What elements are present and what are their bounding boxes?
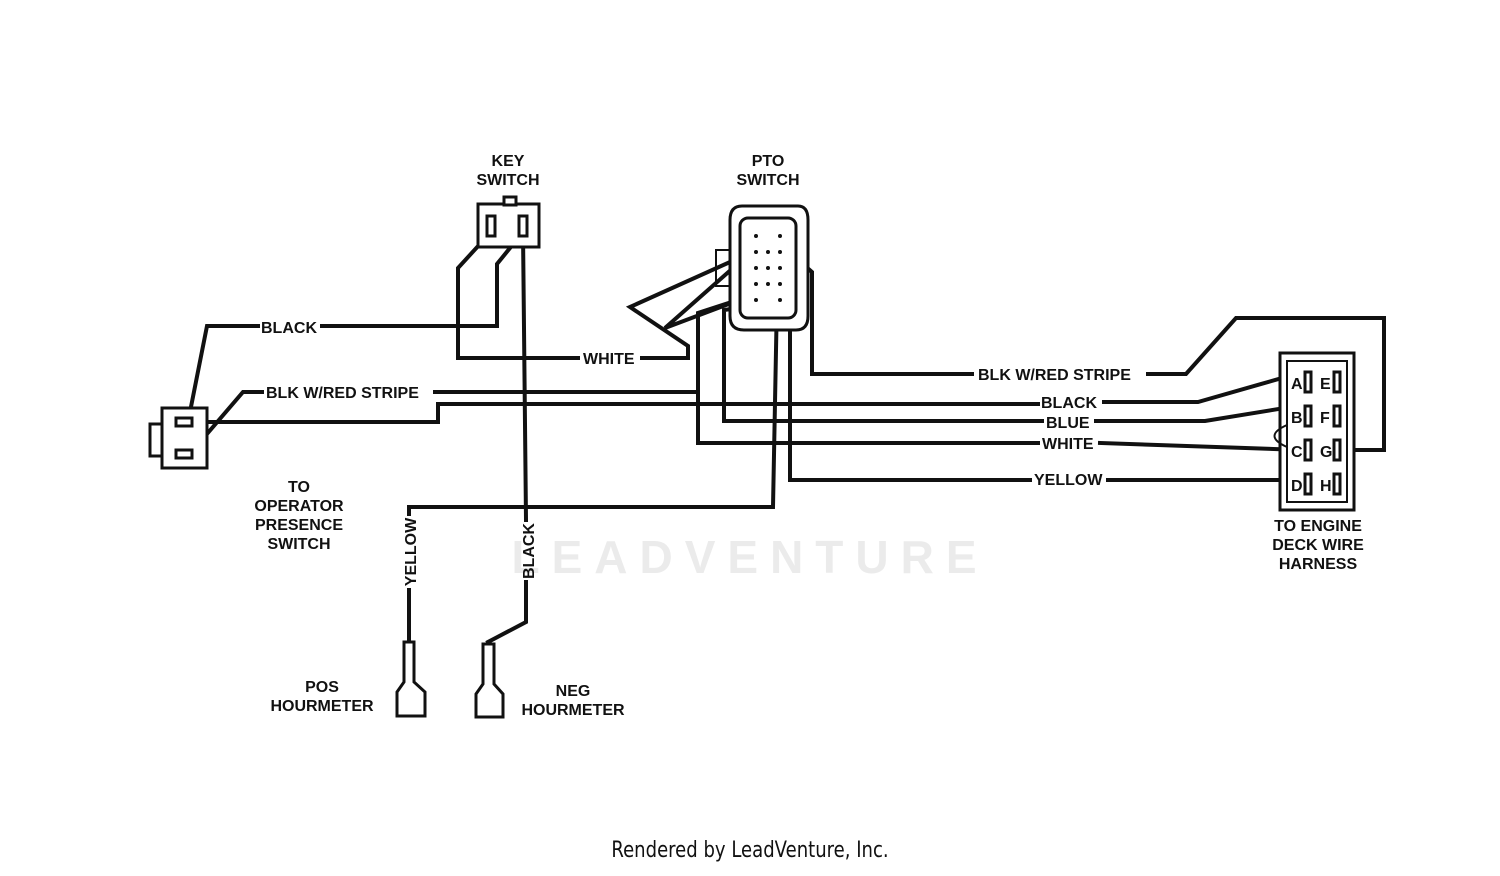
pto-switch: PTO SWITCH bbox=[715, 153, 810, 332]
engine-deck-harness: A B C D E F G H TO ENGINE DECK WIRE HARN… bbox=[1272, 351, 1364, 573]
harness-pin-g: G bbox=[1320, 444, 1332, 461]
wire-labels: BLACK BLK W/RED STRIPE WHITE BLK W/RED S… bbox=[261, 320, 1131, 586]
harness-label-line3: HARNESS bbox=[1279, 556, 1358, 573]
pos-hourmeter: POS HOURMETER bbox=[270, 640, 427, 718]
operator-label-line1: TO bbox=[288, 479, 310, 496]
key-switch-terminal-left bbox=[485, 214, 497, 238]
neg-hourmeter-label-line1: NEG bbox=[556, 683, 591, 700]
wire-operator-to-black-bus bbox=[190, 402, 1040, 424]
key-switch-label-line2: SWITCH bbox=[476, 172, 539, 189]
operator-label-line2: OPERATOR bbox=[254, 498, 344, 515]
harness-pin-b: B bbox=[1291, 410, 1303, 427]
wire-white-to-pin-c bbox=[1097, 440, 1306, 453]
wire-black-operator-to-key bbox=[185, 324, 260, 425]
wire-pto-blk-red bbox=[782, 245, 974, 376]
label-blk-red-right: BLK W/RED STRIPE bbox=[978, 367, 1131, 384]
label-black-key: BLACK bbox=[261, 320, 317, 337]
label-blk-red-left: BLK W/RED STRIPE bbox=[266, 385, 419, 402]
harness-pin-f: F bbox=[1320, 410, 1330, 427]
label-black-right: BLACK bbox=[1041, 395, 1097, 412]
operator-label-line4: SWITCH bbox=[267, 536, 330, 553]
key-switch-terminal-right bbox=[517, 214, 529, 238]
harness-pin-slots bbox=[1303, 370, 1342, 496]
operator-presence-connector: TO OPERATOR PRESENCE SWITCH bbox=[148, 406, 344, 553]
wires bbox=[185, 229, 1386, 645]
pto-switch-label-line2: SWITCH bbox=[736, 172, 799, 189]
wire-yellow-vertical bbox=[407, 295, 780, 516]
neg-hourmeter-label-line2: HOURMETER bbox=[521, 702, 625, 719]
harness-label-line1: TO ENGINE bbox=[1274, 518, 1362, 535]
harness-key-notch bbox=[1273, 424, 1288, 448]
operator-connector-tab bbox=[148, 422, 164, 458]
wire-blue-to-pin-b bbox=[1094, 402, 1306, 423]
wire-black-to-neg bbox=[485, 580, 528, 645]
key-switch: KEY SWITCH bbox=[476, 153, 541, 249]
operator-terminal-bottom bbox=[174, 448, 194, 460]
pos-hourmeter-terminal bbox=[395, 640, 427, 718]
wire-white-to-pto bbox=[625, 251, 753, 360]
wire-pto-white bbox=[696, 293, 1040, 445]
harness-inner bbox=[1286, 360, 1348, 503]
neg-hourmeter: NEG HOURMETER bbox=[474, 642, 625, 719]
harness-pin-h: H bbox=[1320, 478, 1332, 495]
wire-black-vertical bbox=[520, 229, 529, 523]
label-yellow-vertical: YELLOW bbox=[403, 517, 420, 586]
operator-terminal-top bbox=[174, 416, 194, 428]
credit-footer: Rendered by LeadVenture, Inc. bbox=[611, 838, 889, 863]
wire-pto-yellow bbox=[780, 295, 1032, 482]
pto-switch-side-tab bbox=[715, 249, 731, 287]
harness-pin-c: C bbox=[1291, 444, 1303, 461]
key-switch-tab bbox=[502, 195, 518, 207]
operator-label-line3: PRESENCE bbox=[255, 517, 343, 534]
pto-switch-label-line1: PTO bbox=[752, 153, 785, 170]
wire-white-key-to-pto bbox=[456, 229, 580, 360]
harness-label-line2: DECK WIRE bbox=[1272, 537, 1364, 554]
pos-hourmeter-label-line2: HOURMETER bbox=[270, 698, 374, 715]
pos-hourmeter-label-line1: POS bbox=[305, 679, 339, 696]
neg-hourmeter-terminal bbox=[474, 642, 505, 719]
key-switch-label-line1: KEY bbox=[492, 153, 525, 170]
harness-pin-a: A bbox=[1291, 376, 1303, 393]
wire-black-to-pin-a bbox=[1102, 369, 1306, 404]
pto-switch-pins bbox=[754, 234, 782, 302]
harness-pin-d: D bbox=[1291, 478, 1303, 495]
label-white-right: WHITE bbox=[1042, 436, 1094, 453]
label-black-vertical: BLACK bbox=[521, 523, 538, 579]
label-blue-right: BLUE bbox=[1046, 415, 1090, 432]
wire-blk-red-to-harness bbox=[1146, 316, 1386, 452]
harness-outer bbox=[1278, 351, 1356, 512]
label-white-key: WHITE bbox=[583, 351, 635, 368]
harness-pin-e: E bbox=[1320, 376, 1331, 393]
label-yellow-right: YELLOW bbox=[1034, 472, 1103, 489]
